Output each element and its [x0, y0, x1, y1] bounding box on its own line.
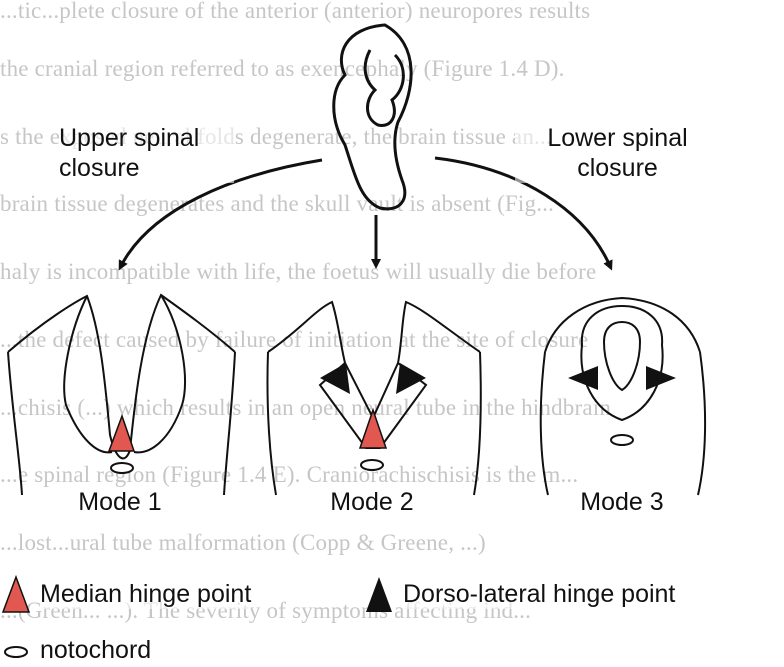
legend-dorsolateral-hinge-label: Dorso-lateral hinge point [403, 580, 675, 609]
mode2-label: Mode 2 [302, 488, 442, 517]
legend-median-hinge-symbol [3, 577, 29, 612]
embryo-outline [334, 25, 411, 209]
dorsolateral-hinge-point [396, 363, 426, 394]
mode1-label: Mode 1 [50, 488, 190, 517]
dorsolateral-hinge-point [320, 363, 350, 394]
legend-median-hinge-label: Median hinge point [40, 580, 251, 609]
median-hinge-point [360, 410, 386, 448]
notochord [611, 435, 633, 445]
notochord [111, 463, 133, 473]
lower-spinal-closure-label: Lower spinal closure [515, 123, 720, 183]
legend-notochord-label: notochord [40, 636, 151, 665]
median-hinge-point [109, 416, 134, 451]
upper-spinal-closure-text: Upper spinal closure [59, 124, 199, 182]
legend-notochord-symbol [5, 647, 27, 657]
mode3-label: Mode 3 [552, 488, 692, 517]
mode3-neural-plate [541, 298, 705, 495]
upper-spinal-closure-label: Upper spinal closure [59, 123, 234, 183]
lower-spinal-closure-text: Lower spinal closure [547, 124, 687, 182]
notochord [361, 460, 383, 470]
legend-dorsolateral-hinge-symbol [366, 577, 392, 612]
